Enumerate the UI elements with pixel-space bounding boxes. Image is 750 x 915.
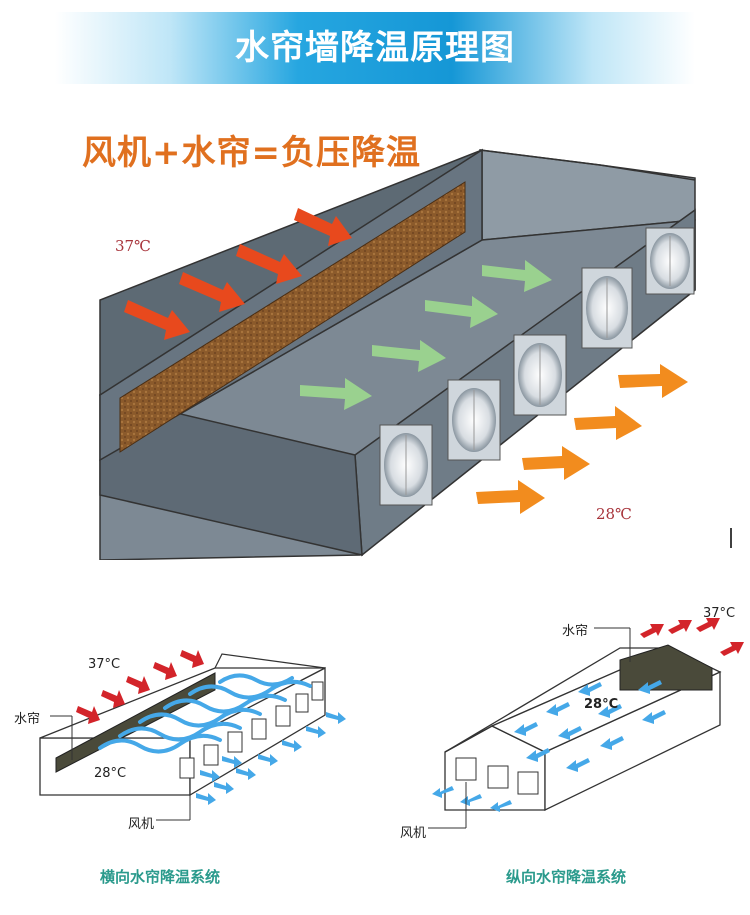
hot-air-arrows bbox=[124, 208, 352, 340]
right-caption: 纵向水帘降温系统 bbox=[506, 868, 627, 886]
left-blue-flow bbox=[98, 673, 312, 754]
right-blue-flow bbox=[514, 680, 666, 772]
left-end-wall bbox=[99, 394, 363, 556]
right-temp-inside: 28°C bbox=[584, 697, 619, 712]
hot-arrow bbox=[124, 300, 190, 340]
cool-air-arrows bbox=[300, 260, 552, 410]
hot-arrow bbox=[236, 244, 302, 284]
right-label-fan: 风机 bbox=[400, 826, 427, 841]
header-banner: 水帘墙降温原理图 bbox=[55, 12, 695, 84]
left-roof-gable bbox=[214, 653, 326, 669]
left-label-fan: 风机 bbox=[128, 817, 155, 832]
left-building-side bbox=[189, 666, 326, 797]
left-temp-outside: 37°C bbox=[88, 657, 121, 672]
fan-unit bbox=[513, 334, 567, 416]
left-water-curtain bbox=[55, 672, 216, 773]
fan-unit bbox=[581, 267, 633, 349]
exhaust-arrow bbox=[618, 364, 688, 398]
fan-unit bbox=[379, 424, 433, 506]
fan-group bbox=[379, 227, 695, 506]
temp-outside-label: 37℃ bbox=[115, 237, 151, 255]
right-building-side bbox=[544, 670, 721, 812]
roof-ridge bbox=[479, 149, 696, 181]
right-water-curtain bbox=[619, 644, 713, 691]
fan-unit bbox=[447, 379, 501, 461]
fan-unit bbox=[645, 227, 695, 295]
formula-text: 风机+水帘=负压降温 bbox=[82, 133, 421, 173]
right-hot-arrows bbox=[640, 618, 744, 656]
left-temp-inside: 28°C bbox=[94, 766, 127, 781]
hot-arrow bbox=[294, 208, 352, 246]
right-building-front bbox=[444, 725, 546, 811]
page-title: 水帘墙降温原理图 bbox=[235, 28, 515, 68]
right-label-curtain: 水帘 bbox=[562, 624, 589, 639]
left-label-curtain: 水帘 bbox=[14, 712, 41, 727]
exhaust-arrows bbox=[476, 364, 688, 514]
right-fans bbox=[455, 757, 539, 795]
right-temp-outside: 37°C bbox=[703, 606, 736, 621]
main-diagram bbox=[99, 148, 732, 560]
hot-arrow bbox=[179, 272, 245, 312]
right-building-roof bbox=[444, 647, 671, 753]
left-fans bbox=[179, 681, 324, 779]
left-caption: 横向水帘降温系统 bbox=[100, 868, 221, 886]
cool-arrow bbox=[425, 296, 498, 328]
right-exhaust-arrows bbox=[432, 786, 512, 812]
left-building-roof bbox=[39, 667, 326, 739]
cool-arrow bbox=[372, 340, 446, 372]
water-curtain-pad bbox=[119, 181, 466, 453]
cool-arrow bbox=[300, 378, 372, 410]
temp-inside-label: 28℃ bbox=[596, 505, 632, 523]
exhaust-arrow bbox=[574, 406, 642, 440]
cool-arrow bbox=[482, 260, 552, 292]
exhaust-arrow bbox=[522, 446, 590, 480]
exhaust-arrow bbox=[476, 480, 545, 514]
left-exhaust-arrows bbox=[196, 712, 346, 805]
